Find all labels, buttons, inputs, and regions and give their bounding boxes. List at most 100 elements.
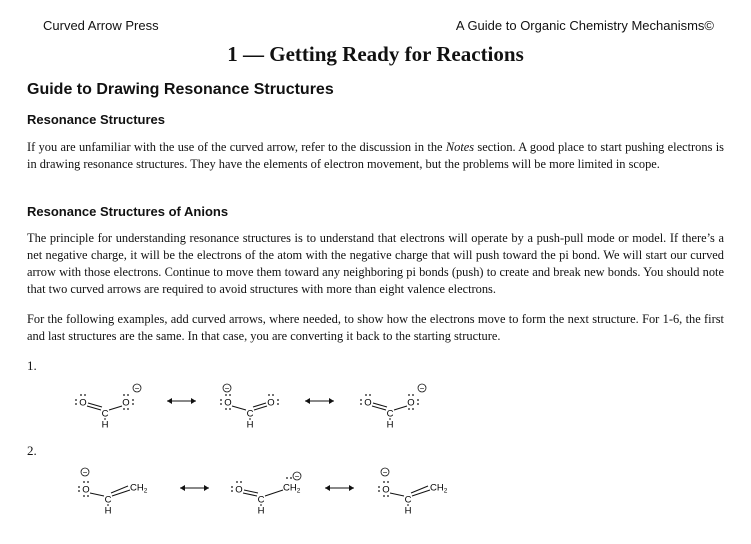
- lone-pair-dot: [387, 495, 389, 497]
- negative-charge-sign: −: [225, 384, 230, 393]
- chapter-title: 1 — Getting Ready for Reactions: [227, 42, 524, 66]
- lone-pair-dot: [123, 394, 125, 396]
- bond-c-o: [371, 405, 387, 411]
- lone-pair-dot: [132, 403, 134, 405]
- hydrogen-atom: H: [105, 506, 112, 517]
- bond-c-o: [242, 492, 258, 497]
- bond-c-o: [86, 405, 102, 411]
- ch2-subscript: 2: [144, 488, 148, 495]
- lone-pair-dot: [383, 495, 385, 497]
- bond-c-c: [264, 489, 284, 497]
- carbon-atom: C: [258, 495, 265, 506]
- subsection-title-anions: Resonance Structures of Anions: [27, 204, 229, 219]
- subsection-title-resonance: Resonance Structures: [27, 112, 165, 127]
- section-title: Guide to Drawing Resonance Structures: [27, 81, 334, 98]
- lone-pair-dot: [365, 394, 367, 396]
- oxygen-atom: O: [267, 398, 274, 409]
- lone-pair-dot: [360, 399, 362, 401]
- lone-pair-dot: [78, 486, 80, 488]
- lone-pair-dot: [378, 486, 380, 488]
- lone-pair-dot: [220, 403, 222, 405]
- negative-charge-sign: −: [295, 472, 300, 481]
- header-left: Curved Arrow Press: [43, 18, 159, 33]
- lone-pair-dot: [408, 394, 410, 396]
- ch2-subscript: 2: [444, 488, 448, 495]
- carbon-atom: C: [405, 495, 412, 506]
- hydrogen-atom: H: [102, 420, 109, 431]
- lone-pair-dot: [290, 477, 292, 479]
- lone-pair-dot: [78, 490, 80, 492]
- negative-charge-circle: [417, 383, 427, 393]
- lone-pair-dot: [277, 403, 279, 405]
- oxygen-atom: O: [122, 398, 129, 409]
- oxygen-atom: O: [235, 485, 242, 496]
- bond-c-c: [111, 489, 131, 497]
- double-bond-c-c: [110, 485, 129, 494]
- negative-charge-circle: [80, 467, 90, 477]
- carbon-atom: C: [387, 409, 394, 420]
- lone-pair-dot: [412, 408, 414, 410]
- bond-c-c: [411, 489, 431, 497]
- hydrogen-atom: H: [258, 506, 265, 517]
- lone-pair-dot: [132, 399, 134, 401]
- bond-c-o: [393, 405, 408, 411]
- ch2-label: CH2: [430, 483, 448, 495]
- negative-charge-circle: [380, 467, 390, 477]
- lone-pair-dot: [286, 477, 288, 479]
- lone-pair-dot: [75, 403, 77, 405]
- bond-c-o: [89, 492, 105, 497]
- lone-pair-dot: [220, 399, 222, 401]
- double-bond-c-o: [252, 402, 267, 408]
- lone-pair-dot: [378, 490, 380, 492]
- lone-pair-dot: [75, 399, 77, 401]
- oxygen-atom: O: [224, 398, 231, 409]
- negative-charge-circle: [132, 383, 142, 393]
- negative-charge-circle: [222, 383, 232, 393]
- double-bond-c-o: [372, 402, 388, 408]
- bond-c-o: [231, 405, 247, 411]
- lone-pair-dot: [87, 495, 89, 497]
- negative-charge-circle: [292, 471, 302, 481]
- lone-pair-dot: [127, 408, 129, 410]
- lone-pair-dot: [231, 490, 233, 492]
- lone-pair-dot: [383, 481, 385, 483]
- lone-pair-dot: [225, 394, 227, 396]
- lone-pair-dot: [277, 399, 279, 401]
- paragraph-principle: The principle for understanding resonanc…: [27, 231, 724, 296]
- lone-pair-dot: [408, 408, 410, 410]
- lone-pair-dot: [123, 408, 125, 410]
- oxygen-atom: O: [407, 398, 414, 409]
- paragraph-intro: If you are unfamiliar with the use of th…: [27, 140, 724, 171]
- oxygen-atom: O: [79, 398, 86, 409]
- problem-number-2: 2.: [27, 443, 37, 458]
- carbon-atom: C: [247, 409, 254, 420]
- oxygen-atom: O: [364, 398, 371, 409]
- ch2-label: CH2: [283, 483, 301, 495]
- lone-pair-dot: [417, 399, 419, 401]
- hydrogen-atom: H: [247, 420, 254, 431]
- lone-pair-dot: [127, 394, 129, 396]
- lone-pair-dot: [231, 486, 233, 488]
- negative-charge-sign: −: [420, 384, 425, 393]
- lone-pair-dot: [369, 394, 371, 396]
- bond-c-o: [108, 405, 123, 411]
- negative-charge-sign: −: [383, 468, 388, 477]
- hydrogen-atom: H: [405, 506, 412, 517]
- bond-c-o: [253, 405, 268, 411]
- bond-c-o: [389, 492, 405, 497]
- oxygen-atom: O: [382, 485, 389, 496]
- carbon-atom: C: [105, 495, 112, 506]
- hydrogen-atom: H: [387, 420, 394, 431]
- negative-charge-sign: −: [135, 384, 140, 393]
- lone-pair-dot: [229, 408, 231, 410]
- oxygen-atom: O: [82, 485, 89, 496]
- double-bond-c-o: [243, 489, 259, 494]
- carbon-atom: C: [102, 409, 109, 420]
- lone-pair-dot: [360, 403, 362, 405]
- ch2-subscript: 2: [297, 488, 301, 495]
- lone-pair-dot: [229, 394, 231, 396]
- lone-pair-dot: [240, 481, 242, 483]
- double-bond-c-o: [87, 402, 103, 408]
- lone-pair-dot: [387, 481, 389, 483]
